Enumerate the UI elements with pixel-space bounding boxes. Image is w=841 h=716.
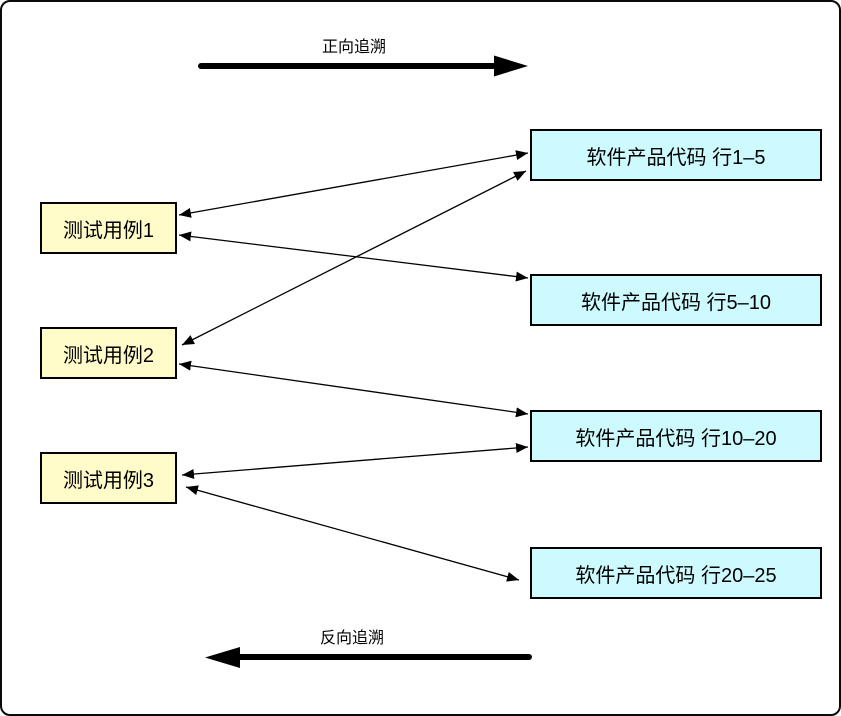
code-block-1-label: 软件产品代码 行1–5 [586,146,766,169]
connector-tc2-code3 [178,360,529,418]
connector-tc1-code2 [178,231,529,282]
backward-trace-arrow [205,647,532,668]
test-case-3-label: 测试用例3 [62,469,155,492]
connector-tc3-code4 [185,485,520,582]
code-block-2-label: 软件产品代码 行5–10 [580,291,772,314]
backward-trace-label: 反向追溯 [319,630,385,647]
code-block-4-node: 软件产品代码 行20–25 [530,547,822,599]
connector-tc3-code3 [181,442,529,480]
code-block-2-node: 软件产品代码 行5–10 [530,274,822,326]
test-case-2-node: 测试用例2 [40,327,177,379]
test-case-1-node: 测试用例1 [40,202,177,254]
code-block-3-node: 软件产品代码 行10–20 [530,410,822,462]
forward-trace-label: 正向追溯 [321,39,387,56]
test-case-2-label: 测试用例2 [62,344,155,367]
code-block-3-label: 软件产品代码 行10–20 [575,427,777,450]
test-case-1-label: 测试用例1 [62,219,155,242]
connector-tc1-code1 [178,150,529,218]
test-case-3-node: 测试用例3 [40,452,177,504]
forward-trace-arrow [198,55,528,77]
code-block-4-label: 软件产品代码 行20–25 [575,564,777,587]
connector-tc2-code1 [181,170,527,346]
code-block-1-node: 软件产品代码 行1–5 [530,129,822,181]
